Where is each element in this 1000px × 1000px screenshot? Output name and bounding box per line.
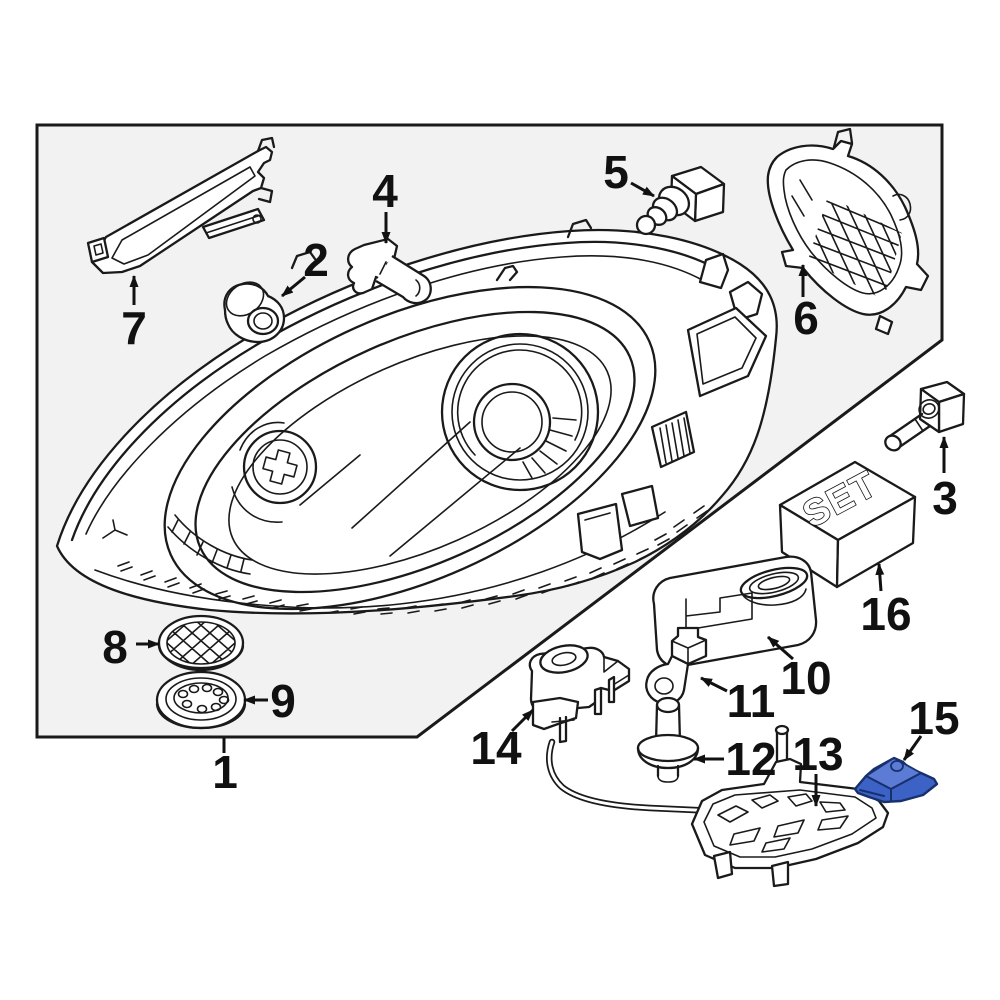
callout-11-label: 11 <box>727 675 776 727</box>
callout-4-label: 4 <box>372 165 398 217</box>
callout-3-label: 3 <box>932 472 958 524</box>
callout-12-label: 12 <box>725 733 776 785</box>
callout-5-arrow <box>630 181 655 198</box>
part-15-retainer-clip-highlighted <box>853 756 939 804</box>
callout-16-label: 16 <box>860 588 911 640</box>
callout-6-label: 6 <box>793 292 819 344</box>
callout-5-label: 5 <box>603 146 629 198</box>
part-2-grommet <box>223 281 286 344</box>
callout-2-arrow <box>281 275 306 298</box>
callout-16-arrow <box>875 563 885 592</box>
part-5-bulb <box>635 165 726 236</box>
part-12-pin <box>636 696 700 783</box>
callout-7-label: 7 <box>121 302 147 354</box>
callout-10-label: 10 <box>780 652 831 704</box>
part-3-bulb <box>884 380 966 452</box>
callout-8-label: 8 <box>102 621 128 673</box>
part-11-bracket <box>645 626 708 705</box>
callout-15-label: 15 <box>908 692 959 744</box>
part-13-mounting-bracket <box>546 724 890 888</box>
callout-14-label: 14 <box>470 722 522 774</box>
part-14-level-sensor <box>528 644 631 744</box>
part-7-cover <box>86 136 276 275</box>
part-16-set-box: SET <box>778 460 917 589</box>
part-4-bulb <box>346 237 432 305</box>
part-9-vent-disc <box>155 670 247 730</box>
callout-13-label: 13 <box>792 728 843 780</box>
callout-2-label: 2 <box>303 234 329 286</box>
part-1-headlamp-assembly <box>55 218 778 615</box>
callout-14-arrow <box>510 708 535 733</box>
callout-9-label: 9 <box>270 675 296 727</box>
part-6-seal <box>766 127 930 336</box>
part-8-vent-disc <box>157 614 245 672</box>
callout-1-label: 1 <box>212 746 238 798</box>
callout-11-arrow <box>700 676 728 693</box>
callout-15-arrow <box>902 735 923 761</box>
callout-10-arrow <box>767 635 794 661</box>
